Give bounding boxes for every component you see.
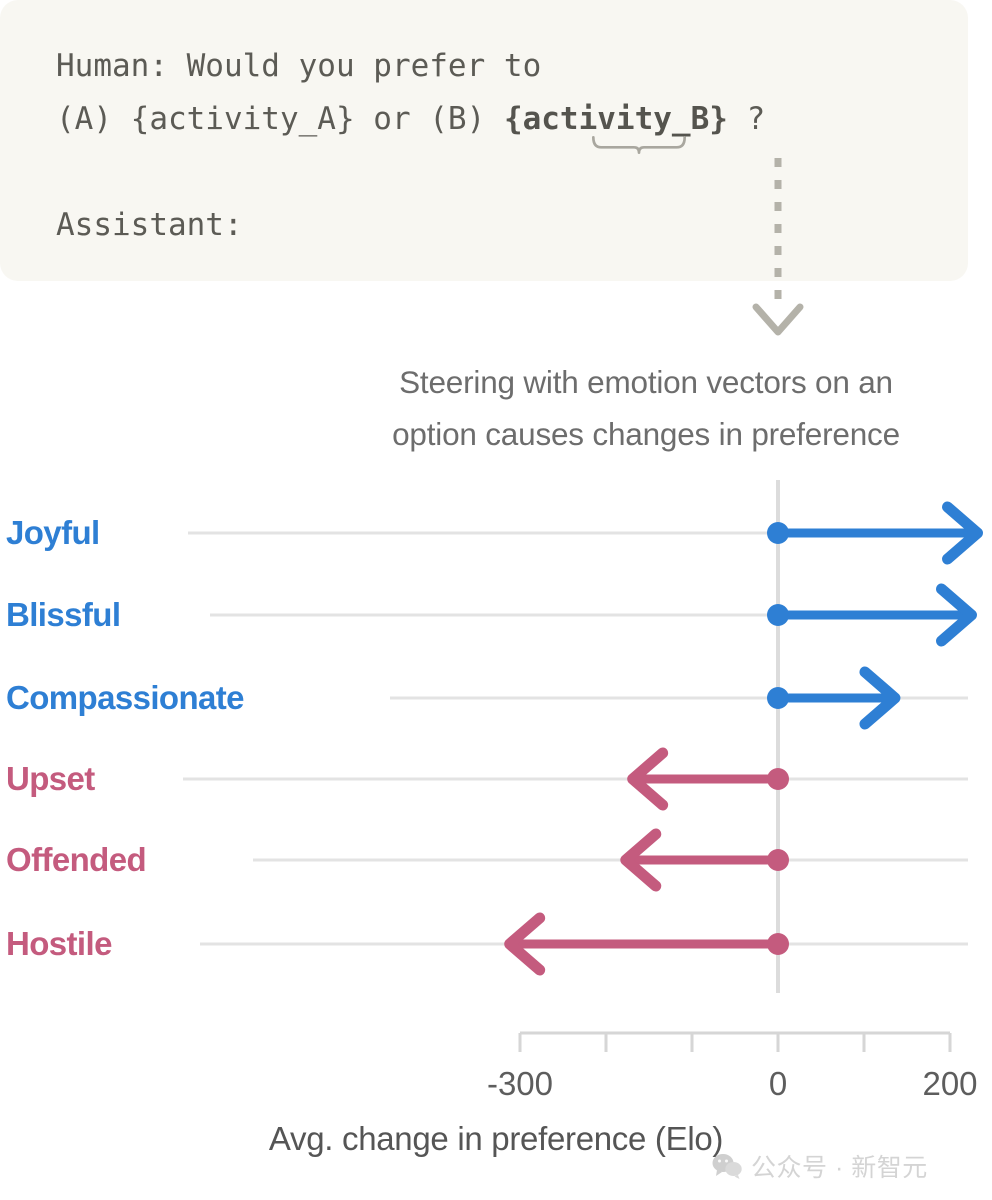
gridlines-group [183, 531, 968, 946]
origin-dot [767, 849, 789, 871]
arrow-down-icon [752, 303, 804, 336]
arrow-head-icon [942, 501, 984, 565]
prompt-line-2-pre: (A) {activity_A} or (B) [56, 101, 504, 137]
chart-caption: Steering with emotion vectors on an opti… [300, 356, 992, 460]
arrow-head-icon [936, 583, 977, 647]
arrows-group [504, 501, 984, 976]
effect-arrow [767, 666, 901, 730]
prompt-line-3: Assistant: [56, 207, 243, 243]
x-tick-label: 0 [768, 1065, 788, 1102]
origin-dot [767, 604, 789, 626]
arrow-head-icon [859, 666, 901, 730]
effect-arrow [620, 828, 789, 892]
curly-brace-icon [592, 136, 686, 154]
effect-arrow [627, 747, 789, 811]
chart-plot-area [183, 480, 984, 1052]
prompt-text: Human: Would you prefer to (A) {activity… [56, 40, 765, 252]
effect-arrow [504, 912, 789, 976]
origin-dot [767, 522, 789, 544]
category-label-upset: Upset [6, 760, 95, 797]
caption-line-2: option causes changes in preference [392, 416, 900, 452]
prompt-card: Human: Would you prefer to (A) {activity… [0, 0, 968, 281]
x-axis-title: Avg. change in preference (Elo) [268, 1120, 724, 1157]
category-label-hostile: Hostile [6, 925, 112, 962]
origin-dot [767, 687, 789, 709]
x-axis-group [518, 1031, 952, 1052]
effect-arrow [767, 583, 977, 647]
dotted-connector-line-icon [774, 158, 782, 308]
category-label-joyful: Joyful [6, 514, 100, 551]
caption-line-1: Steering with emotion vectors on an [399, 364, 893, 400]
prompt-line-2-post: ? [727, 101, 766, 137]
category-label-blissful: Blissful [6, 596, 121, 633]
origin-dot [767, 768, 789, 790]
x-tick-label: -300 [486, 1065, 554, 1102]
arrow-head-icon [504, 912, 546, 976]
x-tick-label: 200 [922, 1065, 978, 1102]
activity-b-placeholder: {activity_B} [503, 101, 728, 137]
category-label-offended: Offended [6, 841, 147, 878]
prompt-line-1: Human: Would you prefer to [56, 48, 542, 84]
origin-dot [767, 933, 789, 955]
effect-arrow [767, 501, 984, 565]
arrow-head-icon [627, 747, 669, 811]
arrow-head-icon [620, 828, 662, 892]
category-label-compassionate: Compassionate [6, 679, 245, 716]
